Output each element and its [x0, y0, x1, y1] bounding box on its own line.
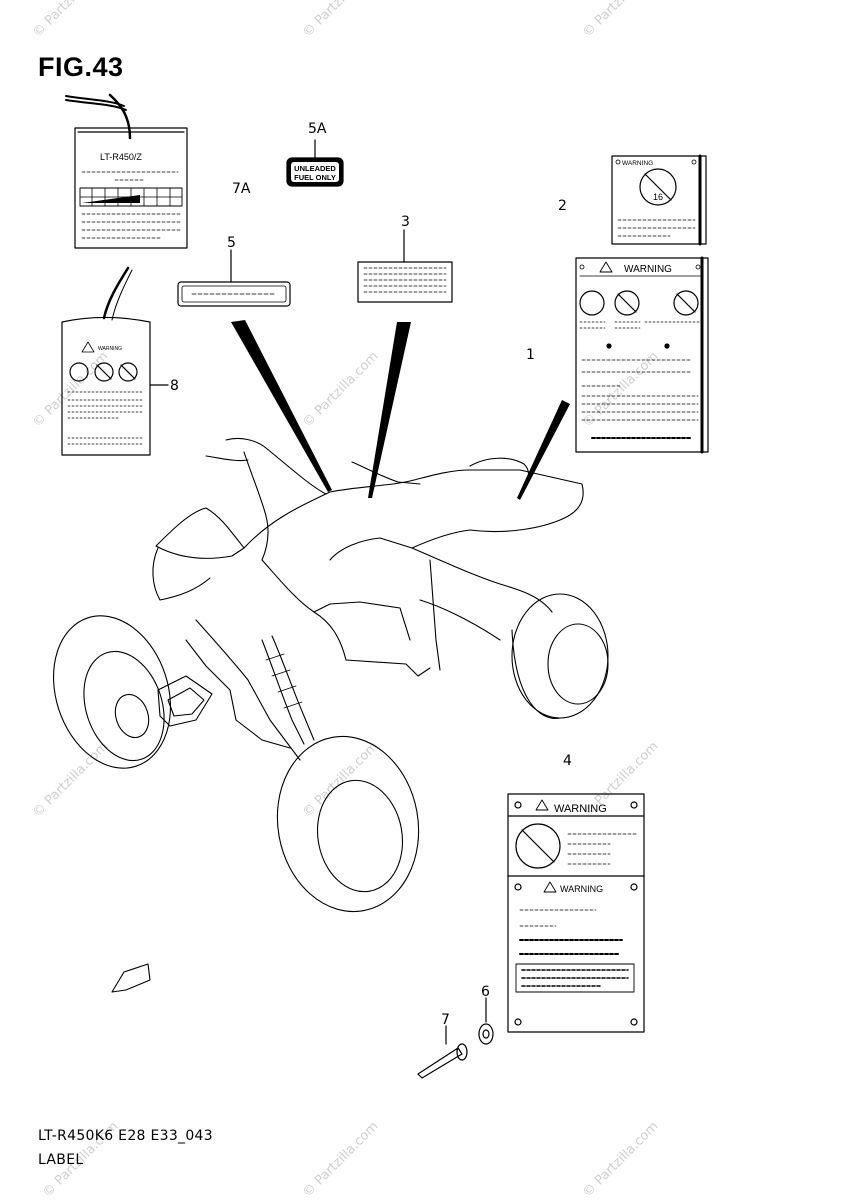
- figure-code: LT-R450K6 E28 E33_043: [38, 1128, 213, 1144]
- callout-7a: 7A: [232, 181, 251, 197]
- callout-1: 1: [526, 347, 535, 363]
- warning-4-heading: WARNING: [554, 803, 607, 815]
- callout-4: 4: [563, 753, 572, 769]
- hang-tag-heading: WARNING: [98, 346, 122, 352]
- callout-5a: 5A: [308, 121, 327, 137]
- leader-wedges: [231, 320, 570, 500]
- callout-7: 7: [441, 1012, 450, 1028]
- warning-label-2: WARNING 16: [611, 154, 707, 246]
- label-3: [357, 229, 453, 303]
- fuel-sticker-line2: FUEL ONLY: [294, 173, 336, 182]
- hang-tag-8: WARNING: [61, 266, 169, 456]
- callout-6: 6: [481, 984, 490, 1000]
- warning-2-heading: WARNING: [622, 160, 653, 167]
- fuel-sticker-line1: UNLEADED: [294, 164, 336, 173]
- washer-6: [478, 997, 494, 1045]
- tag-model-number: LT-R450/Z: [100, 152, 142, 162]
- callout-8: 8: [170, 378, 179, 394]
- warning-4b-heading: WARNING: [560, 884, 603, 894]
- warning-label-4: WARNING WARNING: [507, 793, 645, 1033]
- label-5: [177, 249, 291, 307]
- callout-3: 3: [401, 214, 410, 230]
- atv-illustration: [52, 437, 609, 993]
- age-badge: 16: [653, 192, 663, 202]
- callout-5: 5: [227, 235, 236, 251]
- warning-label-1: WARNING: [575, 256, 709, 454]
- warning-1-heading: WARNING: [624, 264, 672, 275]
- model-tag: LT-R450/Z: [65, 93, 188, 249]
- figure-caption: LABEL: [38, 1152, 84, 1168]
- callout-2: 2: [558, 198, 567, 214]
- rivet-7: [417, 1025, 468, 1079]
- figure-title: FIG.43: [38, 52, 124, 82]
- fuel-sticker: UNLEADED FUEL ONLY: [286, 139, 344, 187]
